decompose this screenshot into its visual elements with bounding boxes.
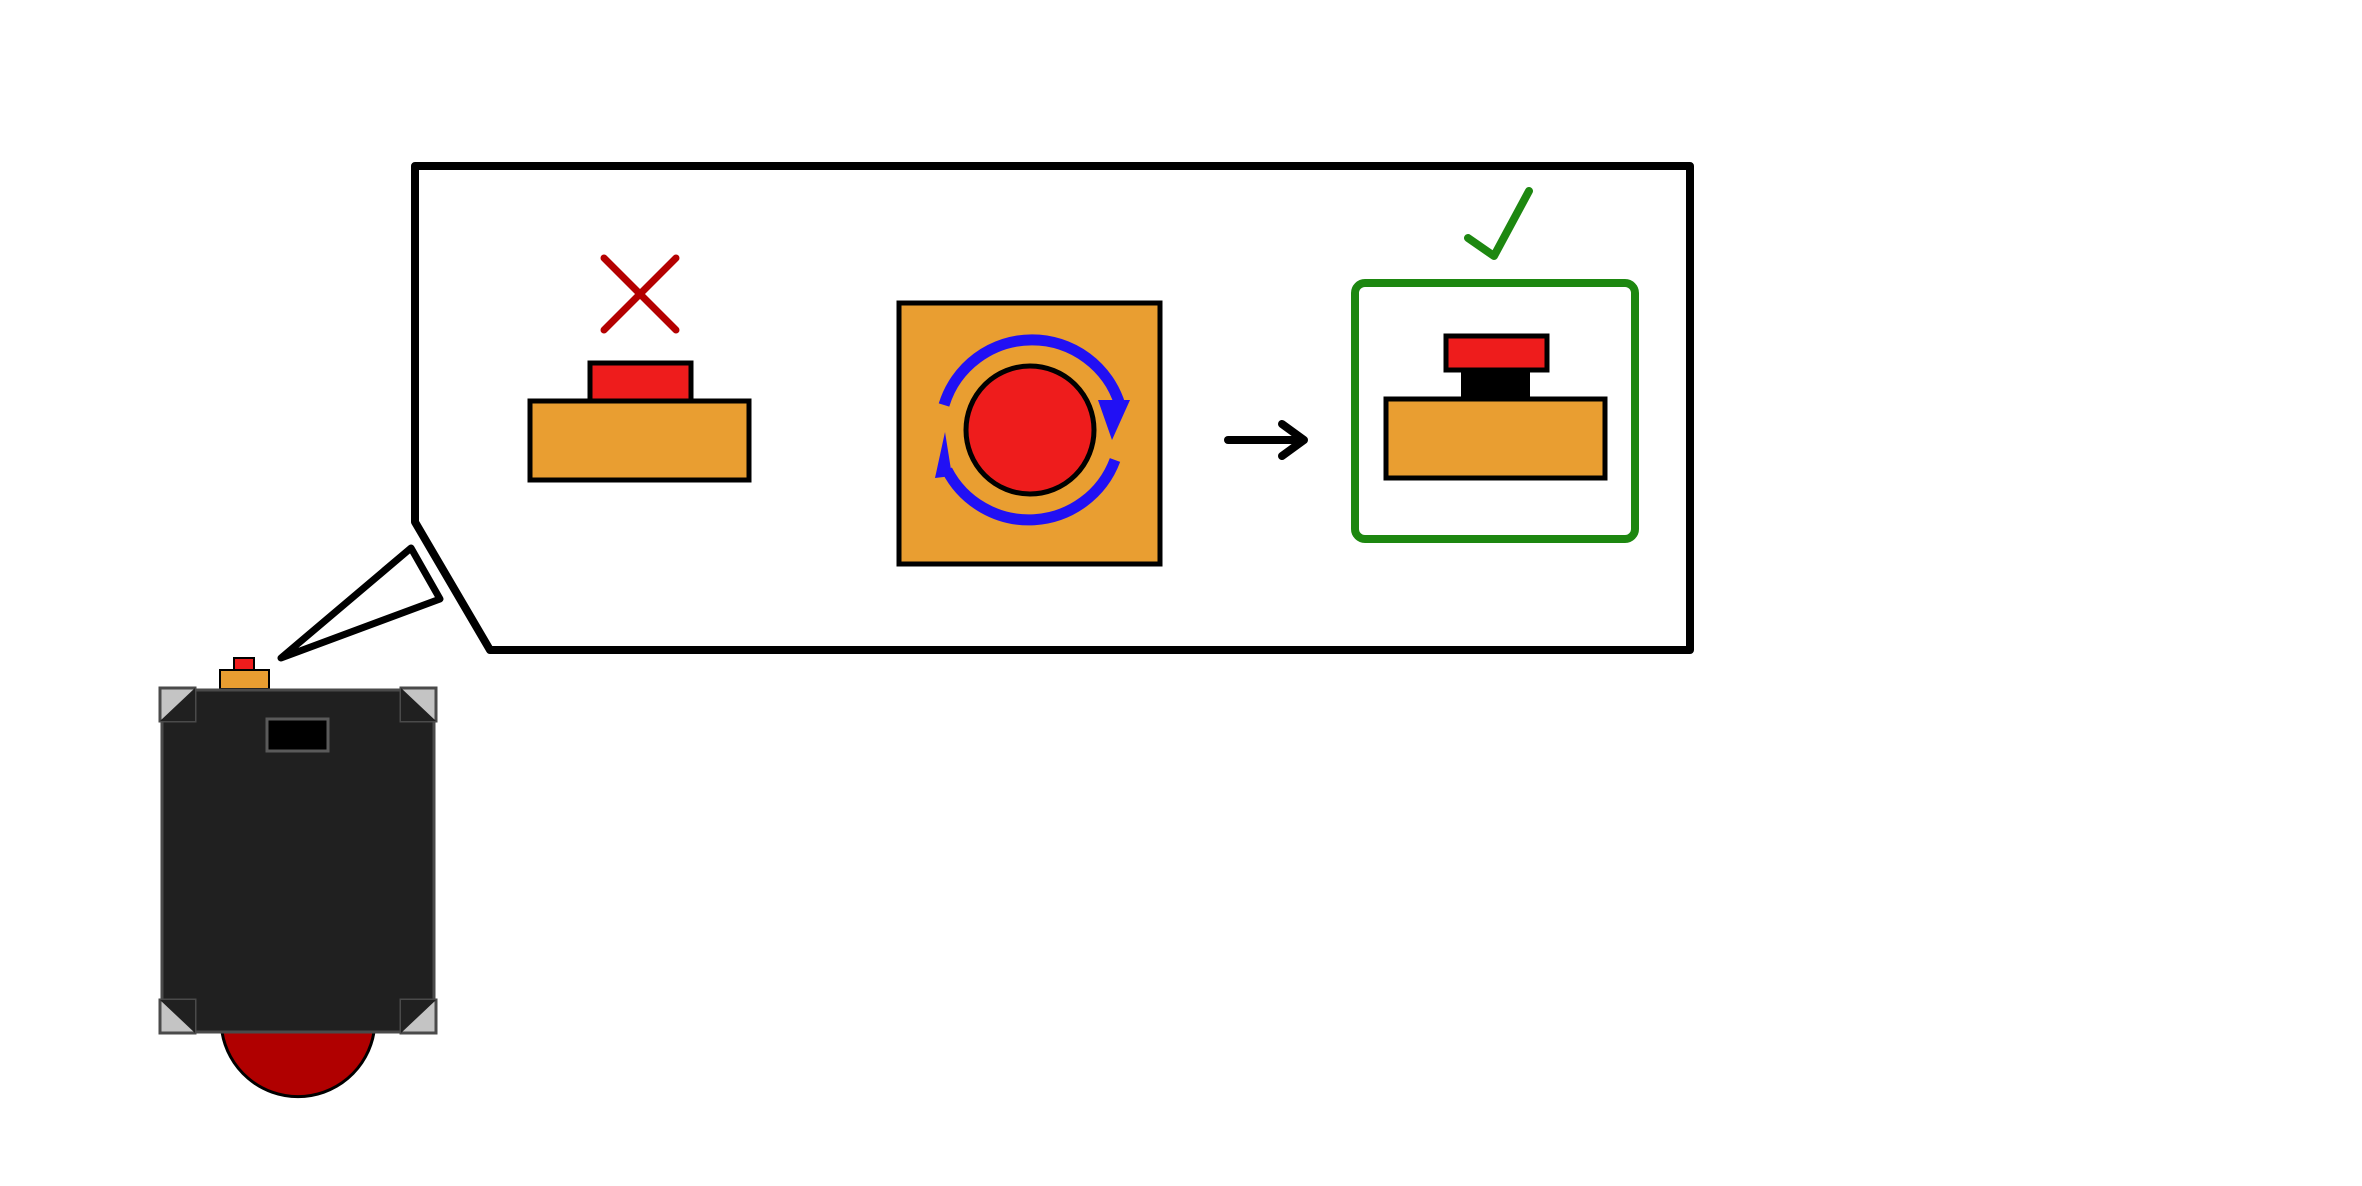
button-base	[1383, 396, 1608, 481]
callout-tail	[277, 544, 444, 662]
pressed-emergency-stop-button	[527, 360, 752, 483]
check-icon	[1464, 187, 1533, 260]
button-cap-top-view	[963, 363, 1097, 497]
step-released	[1351, 187, 1639, 543]
released-emergency-stop-button	[1383, 333, 1608, 481]
step-twist	[896, 300, 1163, 567]
cross-icon	[600, 254, 680, 334]
device-display	[265, 717, 330, 753]
device-estop-base	[219, 669, 270, 690]
button-cap	[1443, 333, 1550, 373]
button-stem	[1461, 369, 1530, 399]
arrow-right-icon	[1224, 420, 1308, 460]
twist-to-release-icon	[935, 334, 1130, 526]
step-pressed	[527, 254, 752, 483]
device-wheel	[220, 1030, 376, 1099]
robot-controller-with-emergency-stop	[158, 657, 438, 1099]
device-corner-brackets	[158, 686, 438, 1035]
button-cap	[587, 360, 694, 404]
button-base	[527, 398, 752, 483]
device-estop-cap	[233, 657, 255, 671]
correct-highlight-frame	[1351, 279, 1639, 543]
